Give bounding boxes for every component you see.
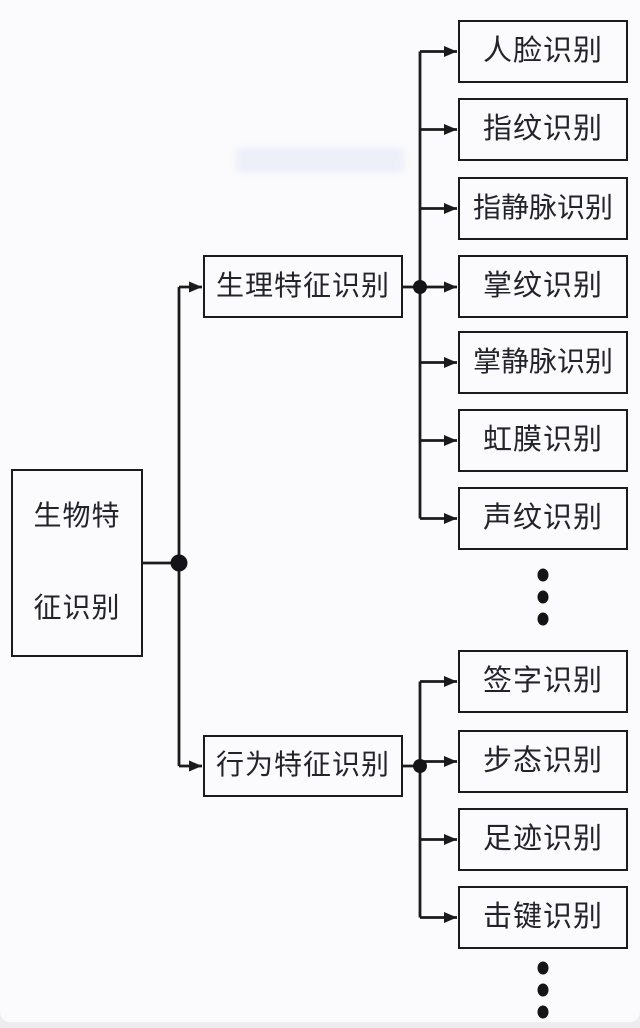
ellipsis-dot: [537, 568, 549, 582]
ellipsis-dot: [537, 961, 549, 975]
ellipsis-dot: [537, 983, 549, 997]
root-label-line1: 生物特: [33, 501, 121, 532]
node-fingerprint-recognition: 指纹识别: [458, 98, 628, 161]
node-iris-recognition: 虹膜识别: [458, 409, 628, 472]
more-items-ellipsis-top: [537, 568, 549, 626]
ellipsis-dot: [537, 612, 549, 626]
blurred-watermark: [236, 147, 404, 173]
connector-lines: [143, 46, 457, 923]
node-biometric-recognition: 生物特 征识别: [11, 469, 143, 657]
ellipsis-dot: [537, 1005, 549, 1019]
node-finger-vein-recognition: 指静脉识别: [458, 177, 628, 240]
root-junction-dot: [170, 554, 188, 572]
node-footprint-recognition: 足迹识别: [458, 808, 628, 871]
node-signature-recognition: 签字识别: [458, 650, 628, 713]
more-items-ellipsis-bottom: [537, 961, 549, 1019]
node-palmprint-recognition: 掌纹识别: [458, 255, 628, 318]
node-palm-vein-recognition: 掌静脉识别: [458, 331, 628, 394]
node-voiceprint-recognition: 声纹识别: [458, 487, 628, 550]
behavioral-junction-dot: [413, 759, 427, 773]
node-face-recognition: 人脸识别: [458, 20, 628, 83]
physiological-junction-dot: [413, 280, 427, 294]
junction-dots: [170, 280, 427, 773]
ellipsis-dot: [537, 590, 549, 604]
node-keystroke-recognition: 击键识别: [458, 886, 628, 949]
node-gait-recognition: 步态识别: [458, 730, 628, 793]
node-behavioral-features: 行为特征识别: [203, 735, 403, 797]
node-physiological-features: 生理特征识别: [203, 255, 403, 318]
root-label-line2: 征识别: [33, 593, 121, 624]
